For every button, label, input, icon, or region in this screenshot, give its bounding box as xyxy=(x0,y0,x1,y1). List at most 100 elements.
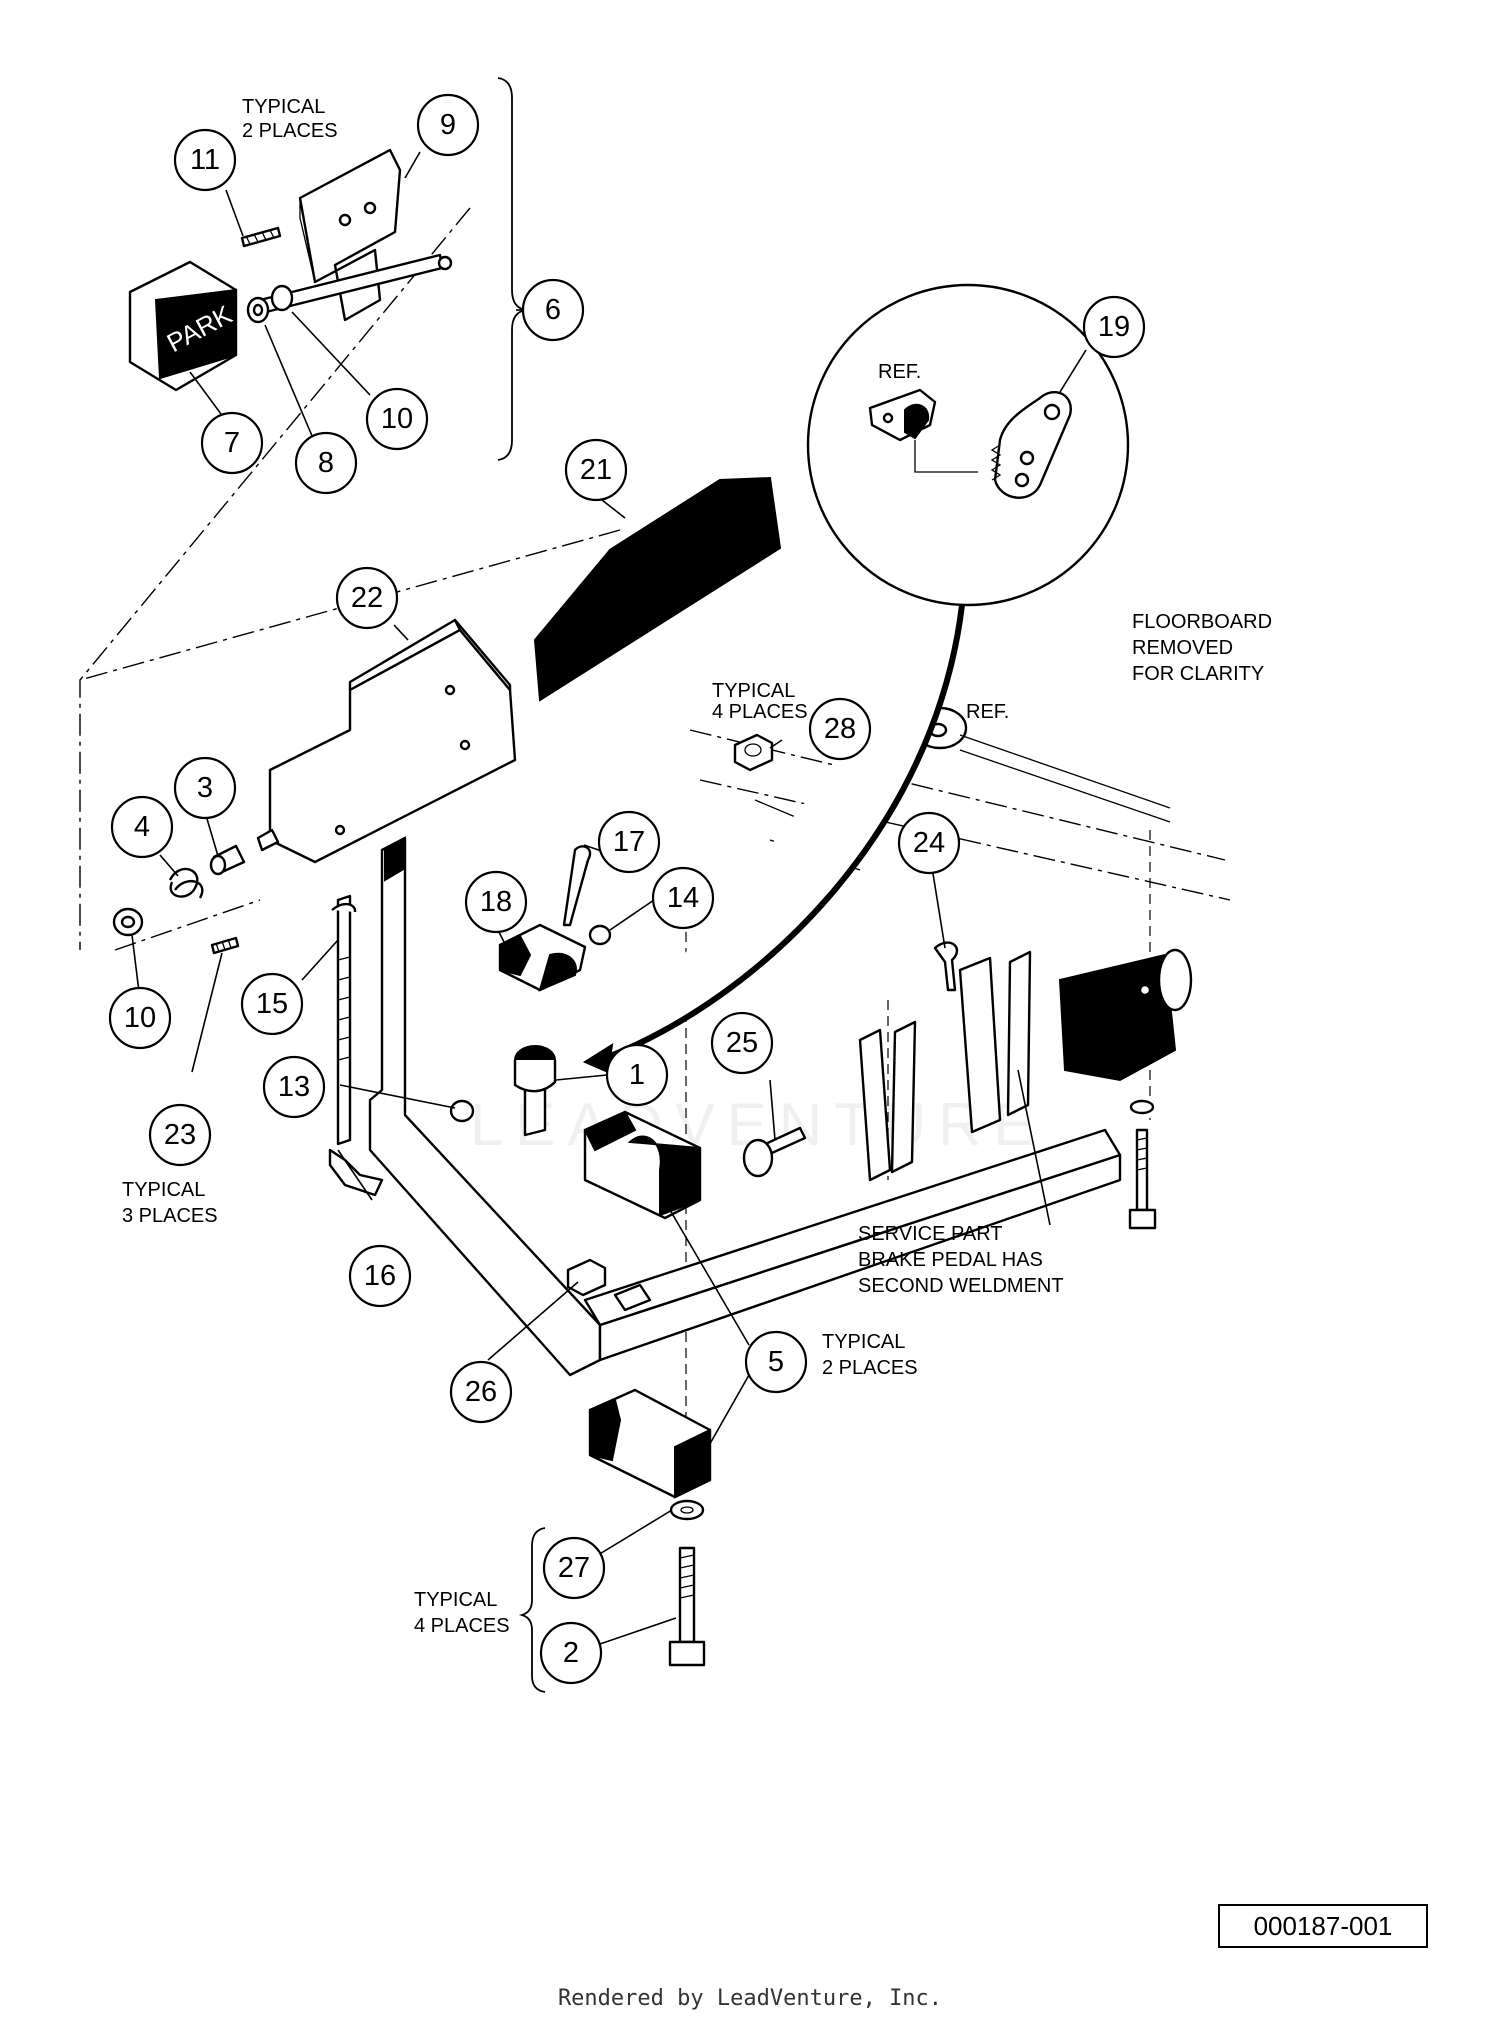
pedal-arm xyxy=(328,836,602,1377)
leader-lines xyxy=(131,151,1087,1646)
callout-4: 4 xyxy=(110,795,174,859)
washer-14 xyxy=(588,924,612,946)
callout-11: 11 xyxy=(173,128,237,192)
svg-text:8: 8 xyxy=(318,447,334,479)
screw-23 xyxy=(210,936,240,955)
pedal-arm-16 xyxy=(368,836,602,1377)
svg-text:25: 25 xyxy=(726,1027,758,1059)
callout-25: 25 xyxy=(710,1011,774,1075)
bearing-housing-right xyxy=(1058,953,1177,1082)
note-service-l3: SECOND WELDMENT xyxy=(858,1275,1064,1297)
note-floorboard-l3: FOR CLARITY xyxy=(1132,663,1264,685)
note-typical-4-places-bottom-l1: TYPICAL xyxy=(414,1589,497,1611)
callout-15: 15 xyxy=(240,972,304,1036)
svg-text:21: 21 xyxy=(580,454,612,486)
svg-text:28: 28 xyxy=(824,713,856,745)
callout-14: 14 xyxy=(651,866,715,930)
svg-text:11: 11 xyxy=(190,144,220,176)
note-ref-floor: REF. xyxy=(966,701,1009,723)
svg-text:6: 6 xyxy=(545,294,561,326)
note-typical-4-places-28-l2: 4 PLACES xyxy=(712,701,808,723)
washer-right-bottom xyxy=(1129,1099,1155,1115)
callout-22: 22 xyxy=(335,566,399,630)
note-typical-3-places-l2: 3 PLACES xyxy=(122,1205,218,1227)
screw-11 xyxy=(240,226,282,248)
park-pedal-face xyxy=(154,288,237,380)
svg-text:19: 19 xyxy=(1098,311,1130,343)
bracket-6 xyxy=(497,77,527,461)
cotter-24 xyxy=(933,941,959,992)
note-service-l1: SERVICE PART xyxy=(858,1223,1003,1245)
nut-28 xyxy=(733,733,774,772)
note-typical-2-places-top-l1: TYPICAL xyxy=(242,96,325,118)
callout-18: 18 xyxy=(464,870,528,934)
svg-text:17: 17 xyxy=(613,826,645,858)
callout-24: 24 xyxy=(897,811,961,875)
drawing-number: 000187-001 xyxy=(1218,1904,1428,1948)
svg-text:10: 10 xyxy=(381,403,413,435)
note-floorboard-l2: REMOVED xyxy=(1132,637,1233,659)
note-typical-2-places-5-l1: TYPICAL xyxy=(822,1331,905,1353)
note-ref-19: REF. xyxy=(878,361,921,383)
assembly-line-floor2 xyxy=(699,779,1231,901)
svg-text:3: 3 xyxy=(197,772,213,804)
cross-shaft xyxy=(583,941,1193,1362)
callout-10-left: 10 xyxy=(108,986,172,1050)
callout-2: 2 xyxy=(539,1621,603,1685)
svg-text:23: 23 xyxy=(164,1119,196,1151)
callout-10-top: 10 xyxy=(365,387,429,451)
detail-circle xyxy=(582,283,1130,1074)
svg-text:9: 9 xyxy=(440,109,456,141)
callout-19: 19 xyxy=(1082,295,1146,359)
detail-leader-arc xyxy=(598,604,965,1063)
callout-6: 6 xyxy=(521,278,585,342)
svg-text:7: 7 xyxy=(224,427,240,459)
svg-text:13: 13 xyxy=(278,1071,310,1103)
washer-27 xyxy=(669,1499,705,1521)
callout-13: 13 xyxy=(262,1055,326,1119)
svg-text:1: 1 xyxy=(629,1059,645,1091)
spring-4 xyxy=(168,867,204,899)
callout-7: 7 xyxy=(200,411,264,475)
bearing-blocks xyxy=(498,733,774,1667)
svg-text:5: 5 xyxy=(768,1346,784,1378)
footer-credit: Rendered by LeadVenture, Inc. xyxy=(557,1986,943,2011)
note-typical-4-places-28-l1: TYPICAL xyxy=(712,680,795,702)
cotter-17 xyxy=(562,845,592,927)
svg-text:14: 14 xyxy=(667,882,699,914)
bracket-27-2 xyxy=(518,1527,546,1693)
notes: TYPICAL 2 PLACES REF. FLOORBOARD REMOVED… xyxy=(122,96,1272,1637)
svg-text:22: 22 xyxy=(351,582,383,614)
svg-text:10: 10 xyxy=(124,1002,156,1034)
callout-8: 8 xyxy=(294,431,358,495)
callout-16: 16 xyxy=(348,1244,412,1308)
svg-text:2: 2 xyxy=(563,1637,579,1669)
svg-text:15: 15 xyxy=(256,988,288,1020)
note-typical-3-places-l1: TYPICAL xyxy=(122,1179,205,1201)
washer-10-top xyxy=(270,284,294,312)
note-typical-2-places-top-l2: 2 PLACES xyxy=(242,120,338,142)
callout-9: 9 xyxy=(416,93,480,157)
detail-circle-outline xyxy=(806,283,1130,607)
svg-text:27: 27 xyxy=(558,1552,590,1584)
note-typical-4-places-bottom-l2: 4 PLACES xyxy=(414,1615,510,1637)
nut-26 xyxy=(566,1258,607,1297)
callout-5: 5 xyxy=(744,1330,808,1394)
assembly-line-floor xyxy=(689,729,1226,861)
callout-28: 28 xyxy=(808,697,872,761)
svg-text:18: 18 xyxy=(480,886,512,918)
callout-21: 21 xyxy=(564,438,628,502)
svg-text:4: 4 xyxy=(134,811,150,843)
callout-3: 3 xyxy=(173,756,237,820)
svg-text:26: 26 xyxy=(465,1376,497,1408)
assembly-line-pivot xyxy=(114,899,261,951)
callout-26: 26 xyxy=(449,1360,513,1424)
svg-text:24: 24 xyxy=(913,827,945,859)
callout-23: 23 xyxy=(148,1103,212,1167)
note-floorboard-l1: FLOORBOARD xyxy=(1132,611,1272,633)
callout-27: 27 xyxy=(542,1536,606,1600)
note-typical-2-places-5-l2: 2 PLACES xyxy=(822,1357,918,1379)
clevis-right xyxy=(958,956,1002,1134)
park-pedal-assembly: PARK xyxy=(128,148,453,392)
